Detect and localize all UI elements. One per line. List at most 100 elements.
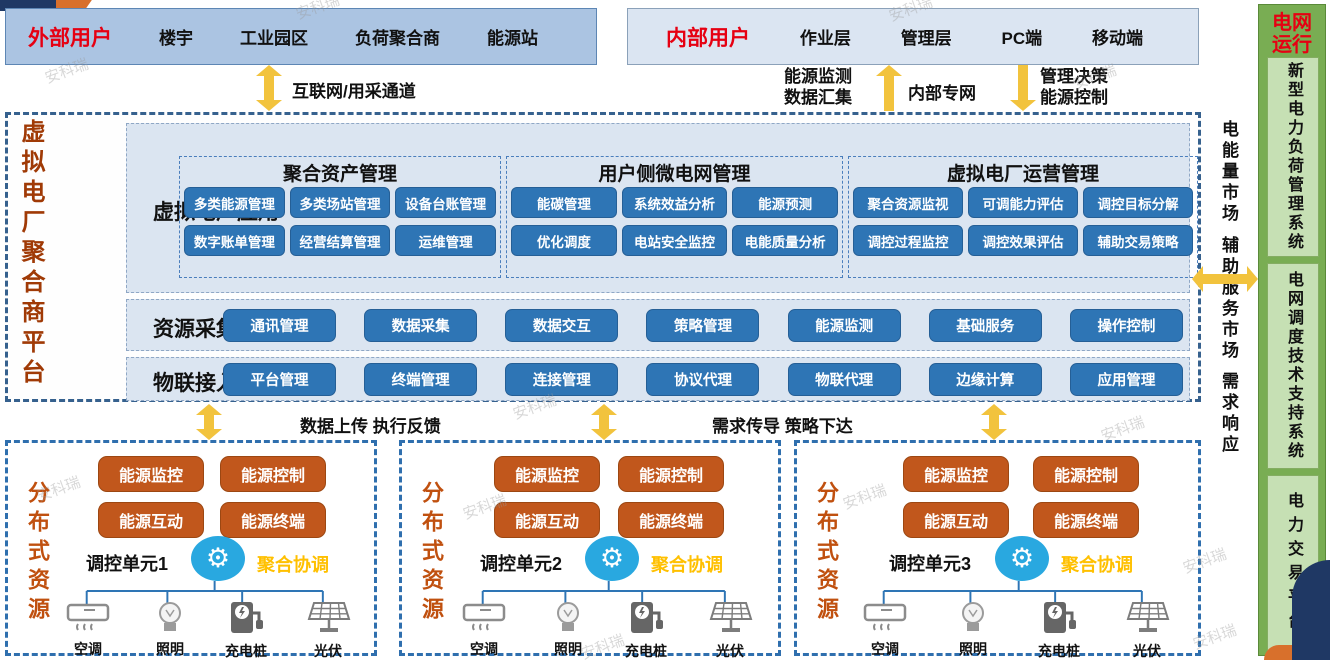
device-ac: 空调 <box>446 601 522 659</box>
iot-module: 物联代理 <box>787 363 901 396</box>
collect-module: 操作控制 <box>1069 309 1183 342</box>
device-label: 照明 <box>959 641 987 657</box>
gear-icon: ⚙ <box>191 536 245 581</box>
decision-label-line2: 能源控制 <box>1040 88 1108 107</box>
platform-title: 虚拟电厂聚合商平台 <box>17 119 44 389</box>
app-module: 系统效益分析 <box>621 187 728 218</box>
energy-function: 能源终端 <box>618 502 724 538</box>
distributed-resource-unit-1: 分布式资源 能源监控 能源控制 能源互动 能源终端 调控单元1 ⚙ 聚合协调 空… <box>5 440 377 659</box>
app-module: 辅助交易策略 <box>1083 225 1193 256</box>
external-user-item: 工业园区 <box>240 29 308 48</box>
aggregation-coordination-label: 聚合协调 <box>651 555 723 575</box>
lighting-icon <box>159 602 181 631</box>
external-users-title: 外部用户 <box>28 26 112 50</box>
device-label: 充电桩 <box>625 643 667 659</box>
vpp-operation-group: 虚拟电厂运营管理 聚合资源监视 可调能力评估 调控目标分解 调控过程监控 调控效… <box>848 156 1198 278</box>
external-user-item: 负荷聚合商 <box>355 29 440 48</box>
grid-operation-title-line2: 运行 <box>1272 34 1312 56</box>
device-label: 照明 <box>156 641 184 657</box>
energy-function: 能源监控 <box>494 456 600 492</box>
app-module: 调控目标分解 <box>1083 187 1193 218</box>
device-charger: 充电桩 <box>1021 601 1097 661</box>
iot-module: 边缘计算 <box>928 363 1042 396</box>
corner-ornament-navy <box>0 0 56 11</box>
device-pv: 光伏 <box>290 601 366 661</box>
device-label: 光伏 <box>314 643 342 659</box>
device-light: 照明 <box>935 601 1011 659</box>
dispatch-support-system-box: 电网调度技术支持系统 <box>1267 263 1319 469</box>
app-module: 调控效果评估 <box>968 225 1078 256</box>
vpp-operation-group-title: 虚拟电厂运营管理 <box>946 164 1099 185</box>
unit3-link-arrow <box>981 404 1007 440</box>
asset-management-group-title: 聚合资产管理 <box>282 164 397 185</box>
device-light: 照明 <box>530 601 606 659</box>
energy-function: 能源互动 <box>494 502 600 538</box>
app-module: 能碳管理 <box>511 187 617 218</box>
load-management-system-label: 新型电力负荷管理系统 <box>1285 62 1302 252</box>
collect-module: 策略管理 <box>646 309 760 342</box>
unit1-link-arrow <box>196 404 222 440</box>
device-connector-lines <box>882 581 1143 605</box>
device-connector-lines <box>85 581 324 605</box>
air-conditioner-icon <box>66 603 110 631</box>
app-module: 可调能力评估 <box>968 187 1078 218</box>
device-light: 照明 <box>132 601 208 659</box>
decision-down-arrow <box>1010 65 1036 111</box>
iot-access-layer: 物联接入体系 平台管理 终端管理 连接管理 协议代理 物联代理 边缘计算 应用管… <box>126 357 1190 401</box>
grid-operation-title-line1: 电网 <box>1272 12 1312 34</box>
app-module: 多类场站管理 <box>289 187 391 218</box>
device-label: 空调 <box>871 641 899 657</box>
device-ac: 空调 <box>847 601 923 659</box>
aggregation-coordination-label: 聚合协调 <box>257 555 329 575</box>
device-label: 充电桩 <box>225 643 267 659</box>
distributed-resource-label: 分布式资源 <box>814 481 839 626</box>
collect-module: 数据采集 <box>364 309 478 342</box>
iot-module: 连接管理 <box>505 363 619 396</box>
internal-user-item: 管理层 <box>900 29 952 48</box>
market-ancillary: 辅助服务市场 <box>1219 236 1238 362</box>
internet-channel-arrow <box>256 65 282 111</box>
device-ac: 空调 <box>50 601 126 659</box>
device-charger: 充电桩 <box>208 601 284 661</box>
device-charger: 充电桩 <box>608 601 684 661</box>
load-management-system-box: 新型电力负荷管理系统 <box>1267 57 1319 257</box>
external-user-item: 楼宇 <box>159 29 193 48</box>
corner-ornament-navy <box>1292 560 1330 660</box>
air-conditioner-icon <box>462 603 506 631</box>
unit2-link-arrow <box>591 404 617 440</box>
ev-charger-icon <box>631 602 663 633</box>
lighting-icon <box>557 602 579 631</box>
device-pv: 光伏 <box>692 601 768 661</box>
external-users-box: 外部用户 楼宇 工业园区 负荷聚合商 能源站 <box>5 8 597 65</box>
distributed-resource-label: 分布式资源 <box>25 481 50 626</box>
energy-function: 能源互动 <box>903 502 1009 538</box>
internet-channel-label: 互联网/用采通道 <box>292 82 416 101</box>
energy-function: 能源控制 <box>220 456 326 492</box>
internal-user-item: 移动端 <box>1092 29 1143 48</box>
solar-panel-icon <box>709 602 753 632</box>
iot-module: 平台管理 <box>223 363 336 396</box>
vpp-aggregator-platform: 虚拟电厂应用 聚合资产管理 多类能源管理 多类场站管理 设备台账管理 数字账单管… <box>5 112 1201 402</box>
app-module: 优化调度 <box>511 225 617 256</box>
lighting-icon <box>962 602 984 631</box>
app-module: 多类能源管理 <box>184 187 285 218</box>
app-module: 聚合资源监视 <box>853 187 963 218</box>
energy-function: 能源终端 <box>1033 502 1139 538</box>
solar-panel-icon <box>1126 602 1170 632</box>
microgrid-management-group: 用户侧微电网管理 能碳管理 系统效益分析 能源预测 优化调度 电站安全监控 电能… <box>506 156 843 278</box>
vpp-application-layer: 虚拟电厂应用 聚合资产管理 多类能源管理 多类场站管理 设备台账管理 数字账单管… <box>126 123 1198 293</box>
distributed-resource-label: 分布式资源 <box>419 481 444 626</box>
app-module: 数字账单管理 <box>184 225 285 256</box>
device-label: 光伏 <box>716 643 744 659</box>
decision-label-line1: 管理决策 <box>1040 67 1108 86</box>
app-module: 调控过程监控 <box>853 225 963 256</box>
device-label: 空调 <box>470 641 498 657</box>
demand-strategy-label: 需求传导 策略下达 <box>712 417 853 436</box>
collect-module: 通讯管理 <box>223 309 336 342</box>
monitor-collect-label-line1: 能源监测 <box>784 67 852 86</box>
ev-charger-icon <box>1044 602 1076 633</box>
control-unit-label: 调控单元3 <box>889 554 972 574</box>
app-module: 运维管理 <box>395 225 496 256</box>
control-unit-label: 调控单元1 <box>86 554 169 574</box>
